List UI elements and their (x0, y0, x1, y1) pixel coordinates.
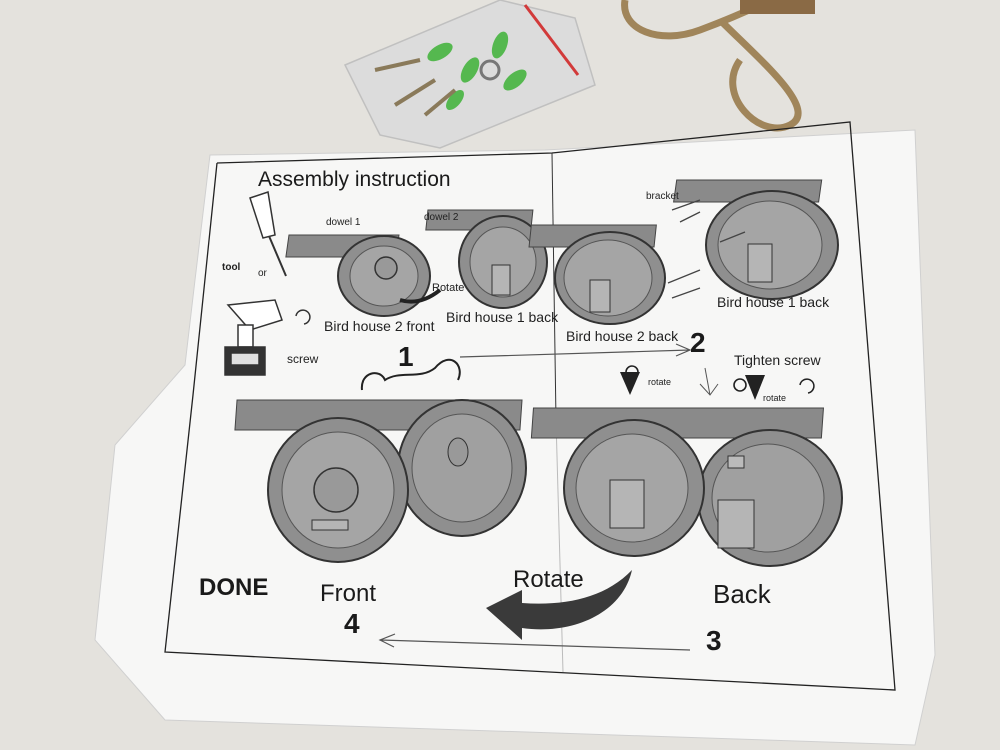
step-3-number: 3 (706, 625, 722, 656)
rope (621, 0, 815, 132)
back-label: Back (713, 579, 771, 609)
dowel1-label: dowel 1 (326, 217, 361, 228)
bird-house-1-back-label: Bird house 1 back (446, 309, 559, 325)
or-label: or (258, 268, 267, 279)
front-view-houses (234, 399, 527, 563)
screw-label: screw (287, 352, 319, 366)
step-1-number: 1 (398, 341, 414, 372)
step-2-number: 2 (690, 327, 706, 358)
bird-house-1-back-label-2: Bird house 1 back (717, 294, 830, 310)
rotate-arrow-icon (486, 570, 632, 640)
back-view-houses (530, 407, 843, 567)
screwdriver-icon (249, 191, 287, 277)
bird-house-2-front (285, 234, 442, 317)
bracket-label: bracket (646, 191, 679, 202)
rotate-label-small: Rotate (432, 282, 465, 294)
rotate-icon (295, 309, 311, 325)
rotate-label-large: Rotate (513, 566, 584, 593)
hardware-bag (343, 0, 596, 149)
screw-hooks (620, 365, 815, 400)
bird-house-2-back (528, 224, 666, 325)
drill-icon (224, 299, 283, 376)
bird-house-1-back-large (673, 179, 839, 300)
front-label: Front (320, 580, 377, 607)
bird-house-2-front-label: Bird house 2 front (324, 318, 435, 334)
dowel2-label: dowel 2 (424, 212, 459, 223)
page-title: Assembly instruction (258, 168, 451, 191)
tool-label: tool (222, 262, 241, 273)
rotate-label-a: rotate (648, 377, 672, 387)
bird-house-2-back-label: Bird house 2 back (566, 328, 679, 344)
step-4-number: 4 (344, 608, 360, 639)
done-label: DONE (199, 574, 269, 601)
tighten-screw-label: Tighten screw (734, 352, 821, 368)
rotate-label-b: rotate (763, 393, 787, 403)
bird-house-1-back (425, 209, 548, 309)
